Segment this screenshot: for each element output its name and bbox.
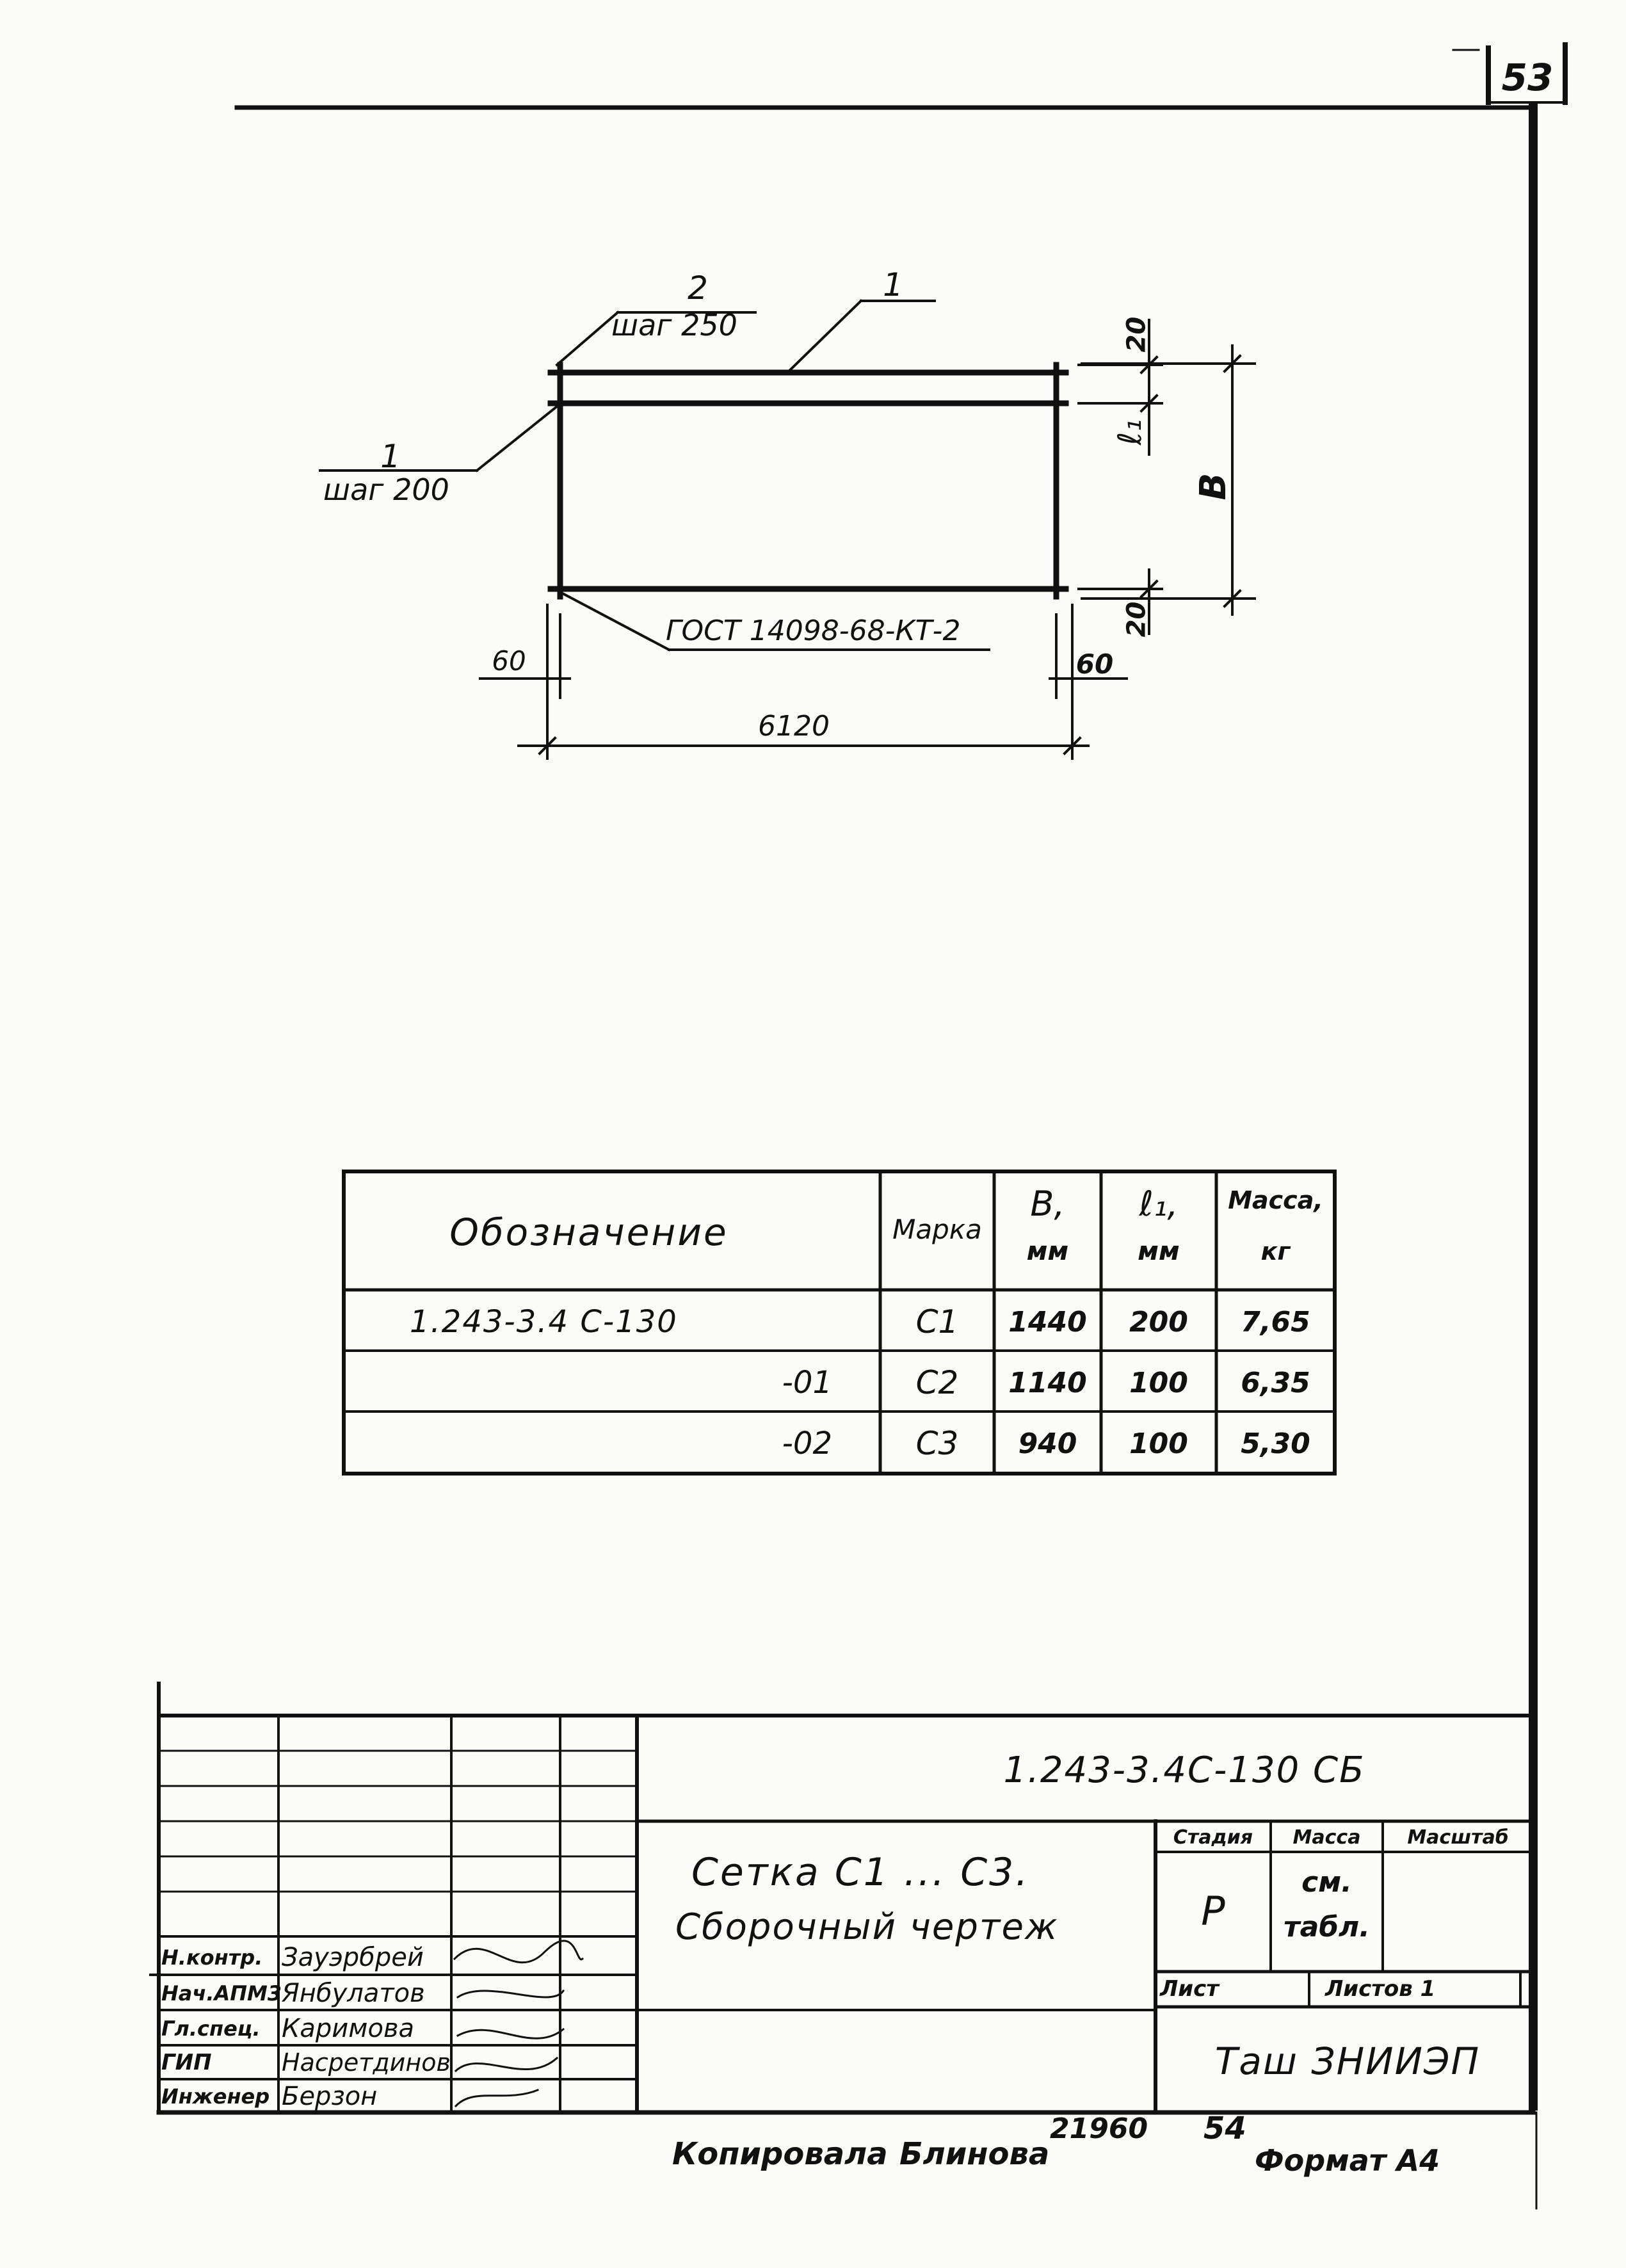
dim-60-right: 60 (1075, 648, 1114, 680)
doc-code: 1.243-3.4С-130 СБ (1003, 1749, 1365, 1791)
copy-number-1: 21960 (1050, 2112, 1148, 2145)
dim-20-bottom: 20 (1122, 601, 1151, 638)
stage-value: Р (1201, 1887, 1225, 1934)
row-2-b: 1140 (1008, 1366, 1087, 1399)
dim-60-left: 60 (492, 645, 526, 677)
row-3-l1: 100 (1129, 1427, 1188, 1460)
gost-label: ГОСТ 14098-68-КТ-2 (666, 614, 961, 647)
staff-name-3: Каримова (282, 2013, 415, 2043)
page-number: 53 (1501, 56, 1554, 99)
staff-name-5: Берзон (282, 2082, 378, 2111)
header-b-unit: мм (1026, 1237, 1069, 1266)
stage-label: Стадия (1173, 1826, 1253, 1849)
row-2-designation: -01 (782, 1365, 832, 1401)
title-line-2: Сборочный чертеж (675, 1906, 1059, 1948)
row-3-mark: С3 (915, 1425, 959, 1462)
header-l1: ℓ₁, (1139, 1183, 1179, 1224)
row-2-mass: 6,35 (1241, 1366, 1310, 1399)
mass-label: Масса (1292, 1826, 1361, 1849)
row-2-l1: 100 (1129, 1366, 1188, 1399)
row-1-designation: 1.243-3.4 С-130 (410, 1304, 678, 1340)
format-label: Формат А4 (1255, 2143, 1440, 2178)
header-mass: Масса, (1228, 1186, 1323, 1214)
dim-B: В (1192, 472, 1234, 501)
mass-value-1: см. (1301, 1865, 1352, 1899)
staff-role-4: ГИП (161, 2050, 212, 2075)
row-3-mass: 5,30 (1241, 1427, 1310, 1460)
title-line-1: Сетка С1 ... С3. (691, 1850, 1030, 1895)
scale-label: Масштаб (1407, 1826, 1509, 1849)
organization: Таш ЗНИИЭП (1214, 2039, 1481, 2083)
header-designation: Обозначение (449, 1210, 728, 1254)
header-b: В, (1030, 1183, 1065, 1224)
step-200-label: шаг 200 (323, 472, 449, 507)
sheet-label: Лист (1160, 1976, 1219, 2002)
staff-role-2: Нач.АПМ3 (161, 1981, 282, 2006)
row-1-mark: С1 (915, 1303, 959, 1340)
row-1-b: 1440 (1008, 1305, 1087, 1339)
staff-name-4: Насретдинов (282, 2048, 451, 2077)
staff-name-1: Зауэрбрей (282, 1942, 424, 1972)
copy-number-2: 54 (1203, 2111, 1246, 2146)
dim-l1: ℓ₁ (1111, 419, 1148, 446)
mass-value-2: табл. (1284, 1910, 1370, 1943)
staff-role-1: Н.контр. (161, 1945, 263, 1970)
dim-6120: 6120 (758, 709, 830, 743)
staff-role-5: Инженер (161, 2084, 270, 2109)
staff-name-2: Янбулатов (282, 1978, 425, 2008)
position-1-left-label: 1 (380, 437, 401, 475)
header-mass-unit: кг (1260, 1237, 1291, 1266)
step-250-label: шаг 250 (611, 308, 737, 342)
position-2-label: 2 (688, 269, 708, 307)
sheets-label: Листов 1 (1325, 1976, 1436, 2002)
row-3-b: 940 (1018, 1427, 1077, 1460)
position-1-top-label: 1 (883, 266, 903, 303)
staff-role-3: Гл.спец. (161, 2016, 261, 2041)
copier-name: Блинова (899, 2136, 1050, 2172)
header-l1-unit: мм (1138, 1237, 1180, 1266)
row-2-mark: С2 (915, 1364, 959, 1401)
row-1-l1: 200 (1129, 1305, 1188, 1339)
row-1-mass: 7,65 (1241, 1305, 1310, 1339)
dim-20-top: 20 (1122, 316, 1151, 353)
header-mark: Марка (892, 1213, 982, 1245)
copied-by-label: Копировала (672, 2136, 888, 2172)
row-3-designation: -02 (782, 1426, 832, 1461)
